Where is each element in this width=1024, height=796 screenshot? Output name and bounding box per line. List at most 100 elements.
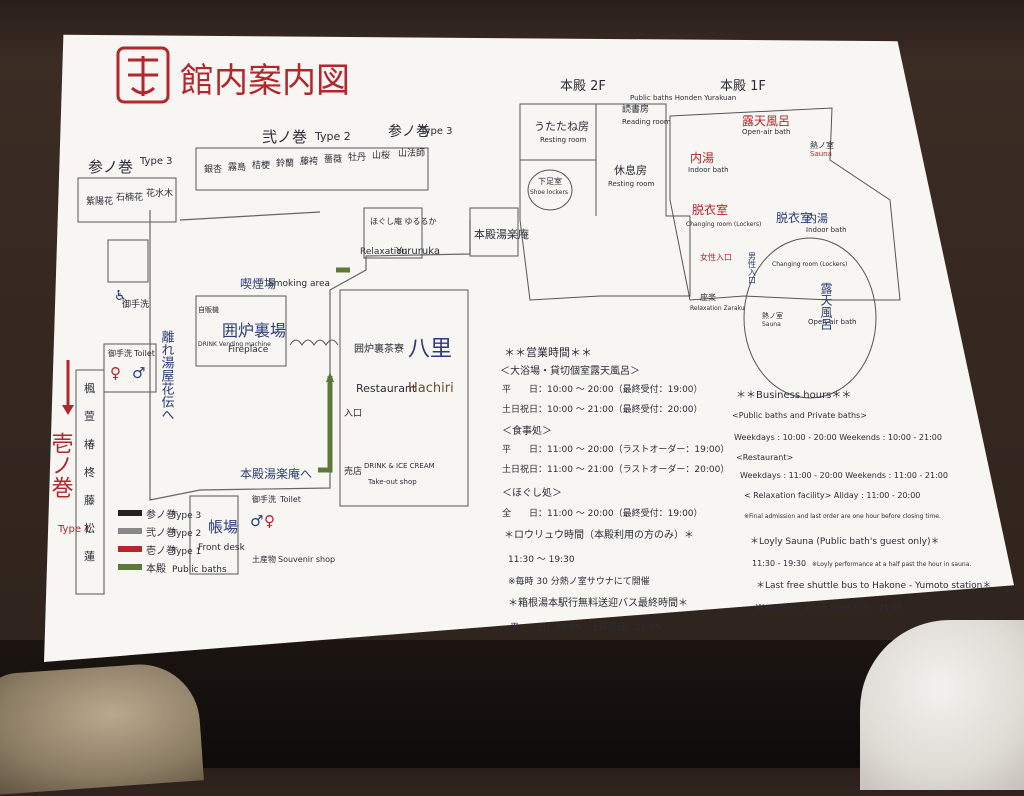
room-type3: 紫陽花	[86, 195, 113, 207]
men-entrance: 男性入口	[748, 252, 757, 284]
souvenir-en: Souvenir shop	[278, 555, 335, 564]
restaurant-jp: 囲炉裏茶寮	[354, 342, 404, 355]
fur-cushion	[860, 620, 1024, 790]
roten-top-en: Open-air bath	[742, 128, 790, 136]
front-en: Front desk	[198, 543, 246, 553]
room-type2: 山法師	[398, 147, 425, 159]
toilet-room-left	[103, 343, 157, 393]
uchiyu-right-jp: 内湯	[806, 211, 828, 225]
room-type1: 椿	[84, 438, 95, 451]
floor-2f-title: 本殿 2F	[560, 79, 606, 94]
uchiyu-left-en: Indoor bath	[688, 166, 729, 174]
hours-en-bus-title: ＊Last free shuttle bus to Hakone - Yumot…	[756, 581, 991, 591]
datsui-left-jp: 脱衣室	[692, 202, 728, 217]
type2-rooms: 銀杏 霧島 桔梗 鈴蘭 藤袴 薔薇 牡丹 山桜 山法師	[195, 147, 429, 191]
wing-type3-top-en: Type 3	[419, 126, 453, 137]
to-honden-label: 本殿湯楽庵へ	[240, 466, 312, 481]
women-icon: ♀	[110, 364, 121, 382]
souvenir-jp: 土産物	[252, 554, 276, 564]
hours-jp-relax-all: 全 日：11:00 ～ 20:00（最終受付：19:00）	[502, 507, 703, 519]
wing-type1-en: Type 1	[57, 524, 91, 535]
hours-en: ＊＊Business hours＊＊ <Public baths and Pri…	[732, 390, 991, 612]
smoking-en: Smoking area	[268, 279, 330, 289]
room-type1: 楓	[84, 381, 95, 395]
logo-seal	[116, 46, 170, 104]
room-type2: 藤袴	[300, 155, 318, 167]
wing-type2-en: Type 2	[314, 130, 351, 143]
room-type2: 山桜	[372, 149, 390, 161]
entrance-label: 入口	[344, 408, 362, 419]
hours-en-header: ＊＊Business hours＊＊	[736, 390, 851, 401]
legend-en: Type 3	[171, 511, 201, 521]
drink-ice-label: DRINK & ICE CREAM	[364, 462, 435, 470]
sauna-right-en: Sauna	[762, 321, 781, 328]
datsui-left-en: Changing room (Lockers)	[686, 221, 761, 228]
zaraku-en: Relaxation Zaraku	[690, 305, 745, 312]
room-type1: 蓮	[84, 549, 95, 563]
hours-jp-loyly-note: ※毎時 30 分熱ノ室サウナにて開催	[508, 575, 650, 587]
stepping-stones	[289, 339, 339, 346]
hours-jp: ＊＊営業時間＊＊ ＜大浴場・貸切個室露天風呂＞ 平 日：10:00 ～ 20:0…	[500, 345, 729, 633]
utatane-jp: うたたね房	[534, 120, 589, 133]
sauna-right-jp: 熱ノ室	[762, 311, 783, 320]
sauna-top-jp: 熱ノ室	[810, 140, 834, 150]
toilet-left-label: 御手洗	[122, 298, 149, 310]
datsui-right-jp: 脱衣室	[776, 210, 812, 225]
restaurant-area	[339, 289, 469, 507]
hours-en-bus-time: Weekdays : 20:05 Weekends : 21:05	[756, 603, 902, 612]
hours-jp-bath-title: ＜大浴場・貸切個室露天風呂＞	[500, 364, 640, 377]
room-type2: 鈴蘭	[276, 157, 294, 169]
type1-rooms: 楓 萱 椿 柊 藤 松 蓮	[75, 369, 105, 595]
legend-en: Public baths	[172, 565, 227, 575]
room-type3: 石楠花	[116, 191, 143, 203]
legend-label: 参ノ巻	[146, 508, 176, 521]
shop-label: 売店	[344, 465, 362, 477]
legend-label: 本殿	[146, 562, 166, 575]
uchiyu-left-jp: 内湯	[690, 151, 714, 165]
takeout-label: Take-out shop	[367, 478, 417, 486]
room-type2: 銀杏	[204, 163, 222, 175]
type3-rooms: 紫陽花 石楠花 花水木	[77, 177, 177, 223]
hours-en-note: ※Final admission and last order are one …	[744, 513, 941, 520]
corridor-outline	[149, 210, 471, 501]
front-jp: 帳場	[208, 518, 238, 536]
hours-en-loyly-note: ※Loyly performance at a half past the ho…	[812, 561, 971, 568]
floor-1f-map	[669, 107, 901, 399]
legend-label: 弐ノ巻	[146, 527, 176, 539]
fireplace-en: Fireplace	[228, 345, 269, 355]
hours-jp-food-weekend: 土日祝日：11:00 ～ 21:00（ラストオーダー：20:00）	[502, 463, 729, 475]
toilet-front-en: Toilet	[279, 495, 301, 504]
legend: 参ノ巻 Type 3 弐ノ巻 Type 2 壱ノ巻 Type 1 本殿 Publ…	[118, 508, 227, 575]
elevator	[107, 239, 149, 283]
room-type3: 花水木	[146, 187, 173, 199]
floor-2f-map	[519, 103, 691, 301]
legend-en: Type 2	[171, 529, 201, 539]
hours-en-bath-title: <Public baths and Private baths>	[732, 411, 867, 420]
wing-type3-left-en: Type 3	[139, 156, 173, 167]
hours-en-loyly-title: ＊Loyly Sauna (Public bath's guest only)＊	[750, 537, 939, 547]
toilet-left-jp: 御手洗	[108, 348, 132, 358]
restaurant-name: Hachiri	[408, 381, 454, 396]
roten-right-jp: 露天風呂	[819, 282, 833, 330]
restaurant-big: 八里	[408, 337, 452, 362]
room-type1: 松	[84, 521, 95, 535]
wheelchair-icon: ♿	[114, 288, 127, 304]
front-desk	[189, 495, 239, 575]
hours-jp-loyly-time: 11:30 ～ 19:30	[508, 555, 575, 565]
legend-label: 壱ノ巻	[146, 544, 176, 557]
hours-jp-loyly-title: ＊ロウリュウ時間（本殿利用の方のみ）＊	[504, 528, 694, 541]
dokusho-jp: 読書房	[622, 103, 649, 115]
page-title: 館内案内図	[180, 61, 350, 101]
shoe-jp: 下足室	[538, 176, 562, 186]
toilet-front-jp: 御手洗	[252, 494, 276, 504]
datsui-right-en: Changing room (Lockers)	[772, 261, 847, 268]
hours-jp-bus-time: 平 日：20:05 土日祝日：21:05	[510, 621, 661, 633]
hours-jp-relax-title: ＜ほぐし処＞	[502, 486, 562, 499]
honden-gate	[469, 207, 519, 257]
hours-en-loyly-time: 11:30 - 19:30	[752, 559, 806, 568]
route-arrow-green	[318, 267, 350, 484]
uchiyu-right-en: Indoor bath	[806, 226, 847, 234]
hours-jp-food-title: ＜食事処＞	[502, 424, 552, 437]
kyusoku-en: Resting room	[608, 180, 655, 188]
room-type1: 柊	[84, 465, 95, 479]
